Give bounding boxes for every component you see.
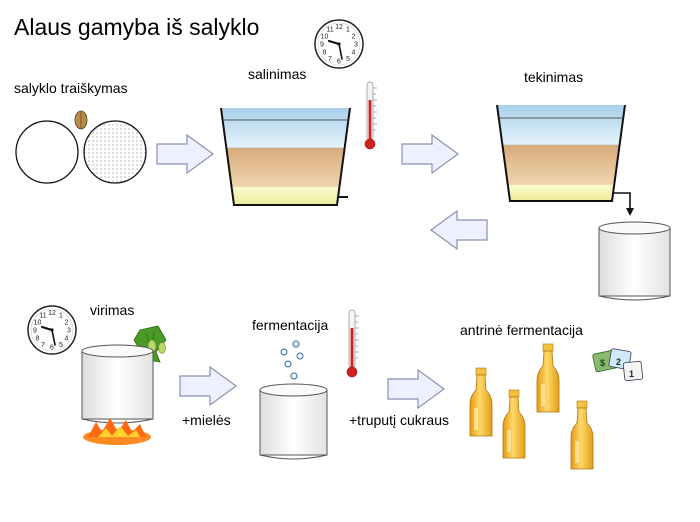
- beer-bottle-icon: [536, 343, 560, 413]
- bubbles-icon: [280, 340, 304, 380]
- svg-text:2: 2: [616, 357, 621, 367]
- label-malt-crushing: salyklo traiškymas: [14, 80, 128, 96]
- page-title: Alaus gamyba iš salyklo: [14, 14, 260, 40]
- svg-text:1: 1: [629, 369, 634, 379]
- arrow-1: [156, 134, 214, 174]
- flame-icon: [83, 418, 151, 445]
- label-add-yeast: +mielės: [182, 412, 231, 428]
- label-boiling: virimas: [90, 302, 135, 318]
- clock-icon: [313, 18, 365, 70]
- label-secondary-fermentation: antrinė fermentacija: [460, 322, 583, 338]
- beer-bottle-icon: [502, 389, 526, 459]
- arrow-3: [179, 366, 237, 406]
- money-icon: $ 2 1: [592, 348, 644, 382]
- label-add-sugar: +truputį cukraus: [349, 412, 449, 428]
- arrow-4: [387, 369, 445, 409]
- beer-bottle-icon: [570, 400, 594, 470]
- svg-text:$: $: [600, 358, 605, 368]
- thermometer-icon: [364, 81, 378, 150]
- fermentation-pot: [259, 383, 328, 460]
- malt-crushing-illustration: [15, 110, 147, 184]
- boiling-pot: [81, 344, 154, 424]
- mashing-vessel: [220, 107, 351, 206]
- arrow-2: [401, 134, 459, 174]
- thermometer-icon: [346, 309, 360, 378]
- beer-bottle-icon: [469, 367, 493, 437]
- label-fermentation: fermentacija: [252, 317, 329, 333]
- lautering-vessel: [496, 104, 634, 216]
- arrow-back: [429, 209, 488, 251]
- label-mashing: salinimas: [248, 66, 307, 82]
- clock-icon: [26, 304, 78, 356]
- label-lautering: tekinimas: [524, 69, 584, 85]
- collection-pot: [598, 221, 671, 301]
